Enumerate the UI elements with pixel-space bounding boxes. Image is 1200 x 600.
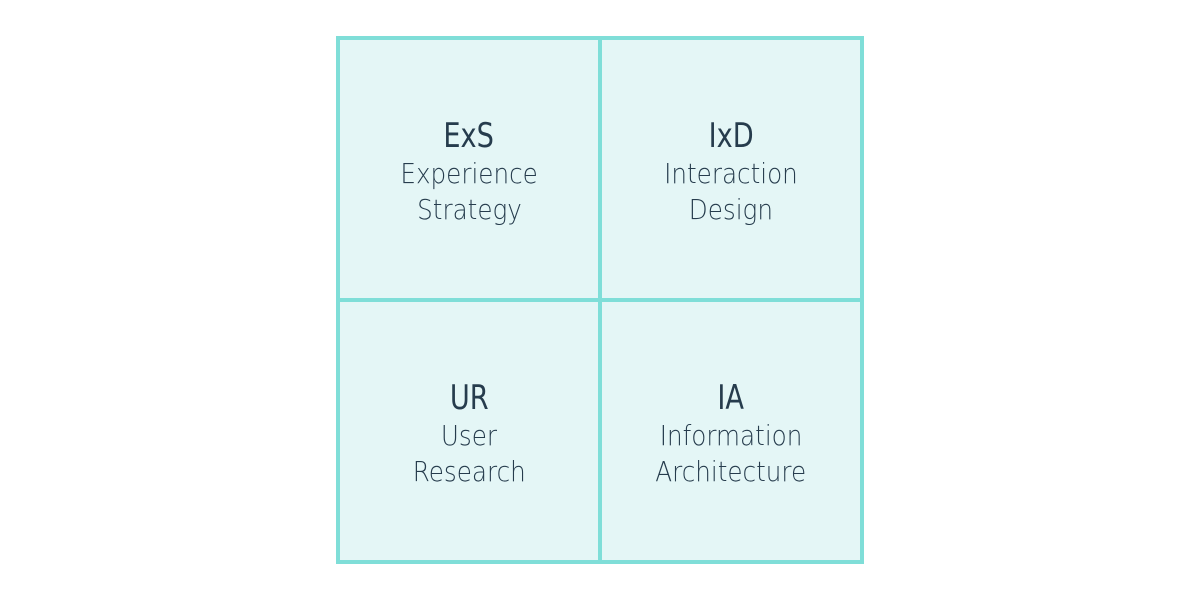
quadrant-title-line-1: User [440, 419, 498, 452]
quadrant-user-research: UR User Research [340, 300, 600, 560]
quadrant-abbreviation: ExS [443, 116, 495, 156]
quadrant-title-line-2: Architecture [655, 455, 807, 488]
quadrant-title-line-1: Interaction [664, 157, 798, 190]
quadrant-experience-strategy: ExS Experience Strategy [340, 40, 600, 300]
quadrant-title-line-2: Design [688, 193, 774, 226]
quadrant-title-line-1: Experience [400, 157, 538, 190]
quadrant-grid: ExS Experience Strategy IxD Interaction … [336, 36, 864, 564]
quadrant-title-line-2: Research [412, 455, 526, 488]
quadrant-title-line-2: Strategy [416, 193, 522, 226]
quadrant-title-line-1: Information [659, 419, 803, 452]
quadrant-abbreviation: IA [717, 378, 745, 418]
quadrant-abbreviation: UR [449, 378, 489, 418]
quadrant-information-architecture: IA Information Architecture [600, 300, 860, 560]
quadrant-abbreviation: IxD [708, 116, 754, 156]
quadrant-interaction-design: IxD Interaction Design [600, 40, 860, 300]
